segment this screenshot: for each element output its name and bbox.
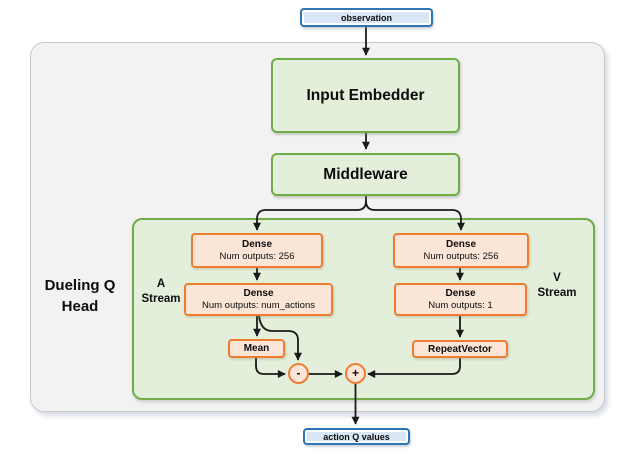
dueling-q-head-label-line1: Dueling Q <box>44 277 116 294</box>
a-stream-dense1-block: Dense Num outputs: 256 <box>191 233 323 268</box>
repeat-vector-label: RepeatVector <box>428 343 492 355</box>
input-embedder-label: Input Embedder <box>306 86 425 104</box>
a-dense2-num-outputs: Num outputs: num_actions <box>201 300 315 311</box>
a-stream-label-line2: Stream <box>141 293 181 305</box>
subtract-op-circle: - <box>288 363 309 384</box>
v-dense2-title: Dense <box>445 288 476 299</box>
add-op-label: + <box>351 366 359 380</box>
observation-label: observation <box>340 12 392 23</box>
action-q-values-label: action Q values <box>323 431 390 442</box>
a-dense1-num-outputs: Num outputs: 256 <box>219 251 295 262</box>
middleware-label: Middleware <box>323 165 408 183</box>
v-dense2-num-outputs: Num outputs: 1 <box>428 300 493 311</box>
a-dense1-title: Dense <box>241 239 272 250</box>
add-op-circle: + <box>345 363 366 384</box>
a-stream-label: A Stream <box>134 277 188 307</box>
v-stream-label: V Stream <box>530 271 584 301</box>
a-stream-label-line1: A <box>156 278 166 290</box>
mean-block: Mean <box>228 339 285 358</box>
a-dense2-title: Dense <box>243 288 274 299</box>
a-stream-dense2-block: Dense Num outputs: num_actions <box>184 283 333 316</box>
dueling-q-head-label-line2: Head <box>61 298 99 315</box>
v-stream-label-line2: Stream <box>537 287 577 299</box>
v-stream-dense1-block: Dense Num outputs: 256 <box>393 233 529 268</box>
v-dense1-num-outputs: Num outputs: 256 <box>423 251 499 262</box>
input-embedder-block: Input Embedder <box>271 58 460 133</box>
v-stream-dense2-block: Dense Num outputs: 1 <box>394 283 527 316</box>
mean-label: Mean <box>243 343 270 354</box>
subtract-op-label: - <box>296 366 301 380</box>
v-dense1-title: Dense <box>445 239 476 250</box>
observation-node: observation <box>300 8 433 27</box>
repeat-vector-block: RepeatVector <box>412 340 508 358</box>
action-q-values-node: action Q values <box>303 428 410 445</box>
v-stream-label-line1: V <box>553 272 561 284</box>
dueling-q-head-label: Dueling Q Head <box>28 275 132 317</box>
middleware-block: Middleware <box>271 153 460 196</box>
